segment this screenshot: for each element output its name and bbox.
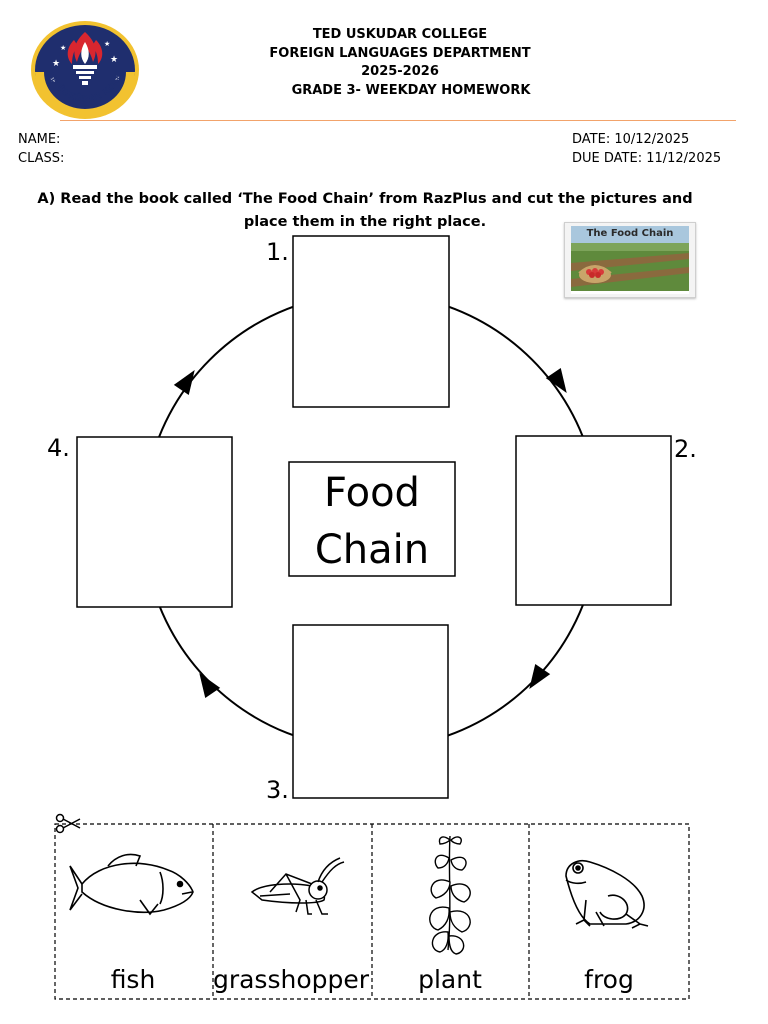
cycle-arrow-4 <box>173 370 195 395</box>
box-number-2: 2. <box>674 435 697 463</box>
school-name: TED USKUDAR COLLEGE <box>312 27 488 42</box>
answer-box-1[interactable] <box>292 235 450 408</box>
book-cover-image <box>571 226 689 294</box>
card-label-frog: frog <box>584 965 634 994</box>
card-fish[interactable]: fish <box>69 853 194 994</box>
card-frog[interactable]: frog <box>565 860 649 994</box>
svg-text:★: ★ <box>50 76 56 84</box>
due-date-label: DUE DATE: 11/12/2025 <box>572 151 722 166</box>
instruction-line-1: A) Read the book called ‘The Food Chain’… <box>37 191 693 207</box>
center-title-box <box>288 461 456 577</box>
answer-box-2[interactable] <box>515 435 672 606</box>
card-label-fish: fish <box>111 965 156 994</box>
svg-text:★: ★ <box>104 40 110 48</box>
book-cover-title: The Food Chain <box>586 228 674 239</box>
center-title-line-2: Chain <box>315 527 429 573</box>
center-title-line-1: Food <box>324 470 420 516</box>
frog-icon <box>565 860 649 929</box>
date-label: DATE: 10/12/2025 <box>572 132 690 147</box>
svg-text:★: ★ <box>114 74 120 82</box>
box-number-3: 3. <box>266 776 289 804</box>
department-name: FOREIGN LANGUAGES DEPARTMENT <box>269 45 531 61</box>
school-year: 2025-2026 <box>361 64 439 79</box>
svg-text:★: ★ <box>52 59 60 69</box>
box-number-1: 1. <box>266 238 289 266</box>
name-label: NAME: <box>18 132 61 147</box>
book-cover: The Food Chain <box>564 222 696 298</box>
header-block: TED USKUDAR COLLEGE FOREIGN LANGUAGES DE… <box>210 26 590 100</box>
cycle-arrow-3 <box>199 673 221 698</box>
card-label-grasshopper: grasshopper <box>213 965 370 994</box>
grasshopper-icon <box>250 857 345 915</box>
card-plant[interactable]: plant <box>418 835 482 994</box>
answer-box-3[interactable] <box>292 624 449 799</box>
cycle-arrow-2 <box>529 664 551 689</box>
date-info: DATE: 10/12/2025 DUE DATE: 11/12/2025 <box>572 130 721 168</box>
card-grasshopper[interactable]: grasshopper <box>213 857 370 994</box>
header-divider <box>60 120 736 121</box>
class-label: CLASS: <box>18 151 65 166</box>
cutout-cards: fish grasshopper <box>54 813 690 1000</box>
card-label-plant: plant <box>418 965 482 994</box>
plant-icon <box>429 835 471 955</box>
assignment-title: GRADE 3- WEEKDAY HOMEWORK <box>291 82 531 98</box>
svg-text:★: ★ <box>110 55 118 65</box>
school-logo: ★ ★ ★ ★ ★ ★ TED ÜSKÜDAR KOLEJİ <box>30 20 139 119</box>
answer-box-4[interactable] <box>76 436 233 608</box>
svg-text:★: ★ <box>60 44 66 52</box>
instruction: A) Read the book called ‘The Food Chain’… <box>20 188 710 234</box>
box-number-4: 4. <box>47 434 70 462</box>
student-info: NAME: CLASS: <box>18 130 64 168</box>
fish-icon <box>69 853 194 916</box>
instruction-line-2: place them in the right place. <box>243 214 487 230</box>
cycle-arrow-1 <box>545 368 567 393</box>
